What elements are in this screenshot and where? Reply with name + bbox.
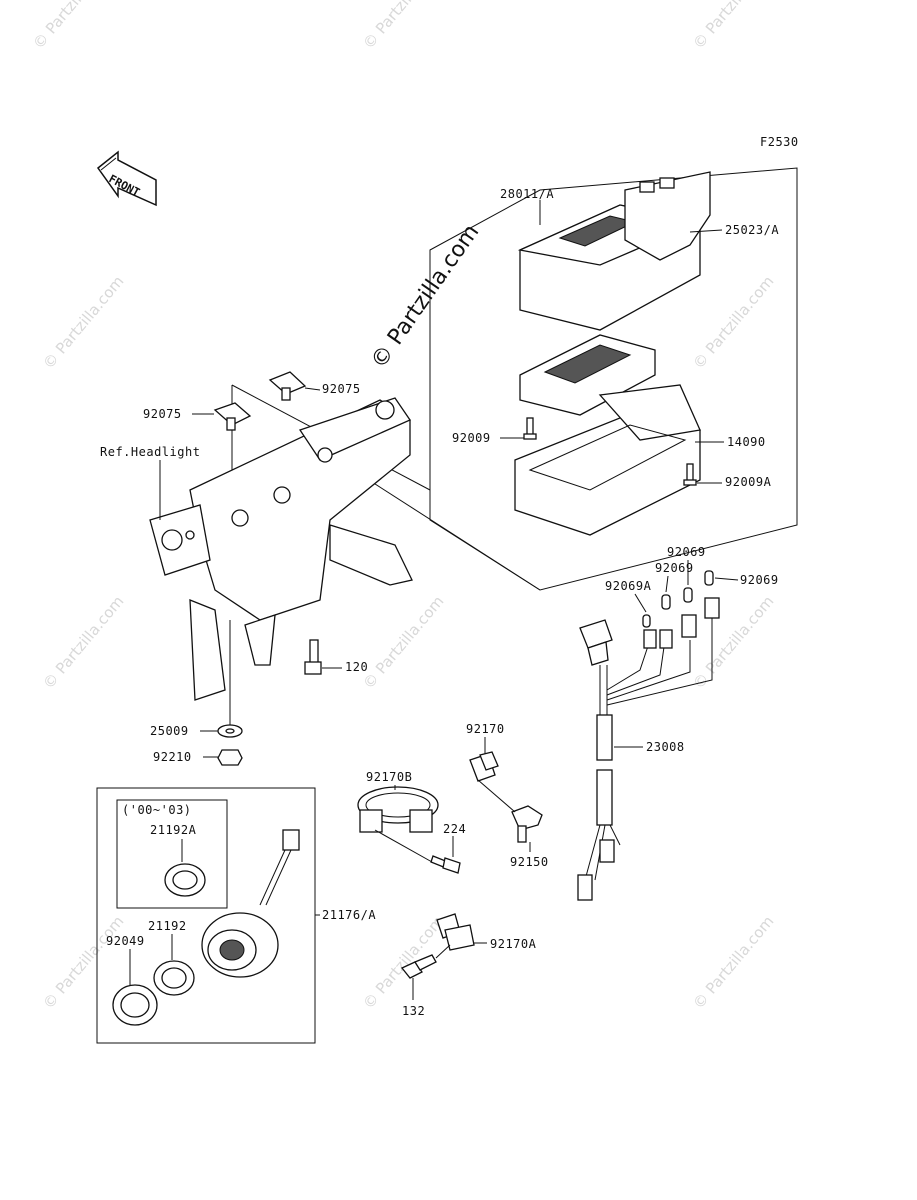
clip-92075-right-part[interactable] — [268, 371, 307, 401]
label-92150: 92150 — [510, 855, 549, 869]
nut-92210-part[interactable] — [217, 749, 243, 766]
label-25023A: 25023/A — [725, 223, 779, 237]
meter-assembly-outline — [429, 167, 798, 591]
label-92170B: 92170B — [366, 770, 412, 784]
bulb-92069-c-part[interactable] — [704, 570, 714, 586]
watermark-tile: © Partzilla.com — [359, 592, 447, 692]
label-23008: 23008 — [646, 740, 685, 754]
ignition-switch-21176A-part[interactable] — [201, 829, 300, 978]
meter-unit-part[interactable] — [519, 334, 656, 416]
watermark-center: © Partzilla.com — [366, 220, 484, 373]
clamp-92170B-part[interactable] — [357, 786, 439, 833]
label-92170A: 92170A — [490, 937, 537, 951]
bolt-92150-part[interactable] — [511, 805, 543, 843]
label-92069-a: 92069 — [667, 545, 706, 559]
ring-21192A-part[interactable] — [164, 863, 206, 897]
label-21192A: 21192A — [150, 823, 197, 837]
label-92075-left: 92075 — [143, 407, 182, 421]
year-variant-note: ('00~'03) — [122, 803, 192, 817]
clip-92170A-part[interactable] — [436, 913, 475, 951]
clip-92170-part[interactable] — [469, 751, 499, 782]
watermark-tile: © Partzilla.com — [39, 272, 127, 372]
bolt-224-part[interactable] — [430, 855, 461, 874]
label-92049: 92049 — [106, 934, 145, 948]
clip-92075-left-part[interactable] — [213, 402, 252, 431]
label-21176A: 21176/A — [322, 908, 376, 922]
lower-case-part[interactable] — [514, 384, 701, 536]
label-224: 224 — [443, 822, 466, 836]
label-92009A: 92009A — [725, 475, 772, 489]
screw-92009A-part[interactable] — [683, 463, 697, 486]
label-92210: 92210 — [153, 750, 192, 764]
label-92069A: 92069A — [605, 579, 652, 593]
label-25009: 25009 — [150, 724, 189, 738]
label-92170: 92170 — [466, 722, 505, 736]
seal-92049-part[interactable] — [112, 984, 158, 1026]
label-120: 120 — [345, 660, 368, 674]
upper-housing-part[interactable] — [624, 171, 711, 261]
label-21192: 21192 — [148, 919, 187, 933]
diagram-code: F2530 — [760, 135, 799, 149]
label-132: 132 — [402, 1004, 425, 1018]
watermark-tiles: © Partzilla.com © Partzilla.com © Partzi… — [29, 0, 777, 1013]
ring-21192-part[interactable] — [153, 960, 195, 996]
watermark-tile: © Partzilla.com — [39, 592, 127, 692]
label-28011A: 28011/A — [500, 187, 554, 201]
bulb-92069A-part[interactable] — [642, 614, 651, 628]
front-arrow-icon: FRONT — [96, 150, 157, 207]
label-92069-c: 92069 — [740, 573, 779, 587]
watermark-tile: © Partzilla.com — [689, 272, 777, 372]
label-92069-b: 92069 — [655, 561, 694, 575]
label-14090: 14090 — [727, 435, 766, 449]
watermark-tile: © Partzilla.com — [689, 592, 777, 692]
bulb-92069-b-part[interactable] — [683, 587, 693, 603]
bolt-132-part[interactable] — [400, 954, 437, 979]
watermark-tile: © Partzilla.com — [689, 0, 777, 53]
bracket-part[interactable] — [149, 397, 413, 701]
year-variant-box — [116, 799, 228, 909]
watermark-tile: © Partzilla.com — [689, 912, 777, 1012]
watermark-tile: © Partzilla.com — [359, 0, 447, 53]
label-92075-right: 92075 — [322, 382, 361, 396]
bulb-92069-a-part[interactable] — [661, 594, 671, 610]
bolt-120-part[interactable] — [304, 639, 322, 675]
ref-headlight-label: Ref.Headlight — [100, 445, 200, 459]
label-92009: 92009 — [452, 431, 491, 445]
wire-harness-23008-part[interactable] — [577, 597, 720, 901]
screw-92009-part[interactable] — [523, 417, 537, 440]
watermark-tile: © Partzilla.com — [29, 0, 117, 53]
